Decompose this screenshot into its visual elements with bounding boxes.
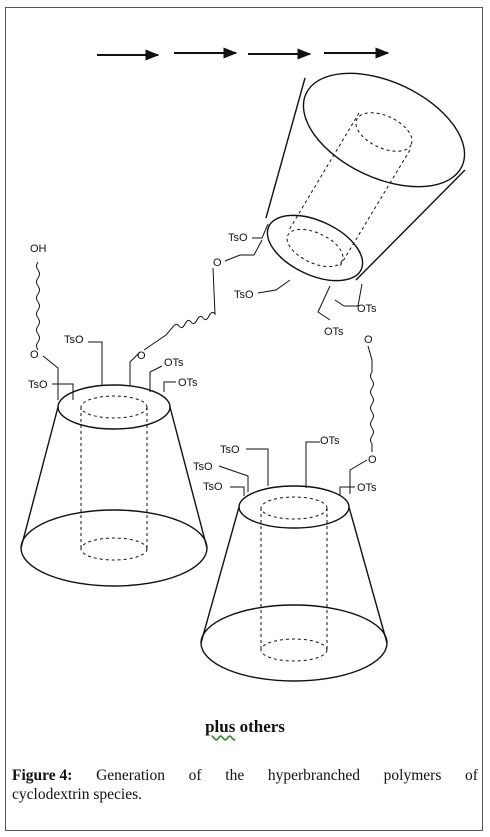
top-cyclodextrin-cone	[224, 72, 466, 321]
left-cyclodextrin-cone	[20, 261, 208, 587]
label-o: O	[213, 257, 222, 269]
top-cone-bottom	[266, 214, 364, 282]
left-cone-top	[57, 384, 171, 430]
caption-word: hyperbranched	[267, 767, 360, 784]
label-ots: OTs	[357, 482, 377, 494]
caption-word: of	[188, 767, 202, 784]
label-ots: OTs	[320, 435, 340, 447]
label-ots: OTs	[324, 326, 344, 338]
label-o: O	[368, 454, 377, 466]
reaction-arrows	[97, 47, 390, 61]
label-o: O	[30, 349, 39, 361]
label-tso: TsO	[28, 379, 48, 391]
caption-word: of	[465, 767, 478, 784]
label-ots: OTs	[164, 357, 184, 369]
label-oh: OH	[30, 243, 47, 255]
label-ots: OTs	[357, 303, 377, 315]
plus-others-label: plus others	[0, 717, 490, 737]
figure-frame	[5, 7, 483, 831]
linker-chain-top-right	[367, 345, 374, 452]
linker-chain-left-top	[143, 267, 216, 351]
label-tso: TsO	[234, 289, 254, 301]
right-cone-top	[238, 485, 350, 529]
label-tso: TsO	[193, 461, 213, 473]
caption-word: polymers	[383, 767, 442, 784]
left-cone-base	[20, 509, 208, 587]
label-tso: TsO	[228, 232, 248, 244]
caption-word: the	[225, 767, 245, 784]
diagram-labels: OH O TsO TsO O OTs OTs TsO O TsO OTs OTs…	[28, 232, 377, 494]
label-ots: OTs	[178, 377, 198, 389]
caption-word: Generation	[96, 767, 165, 784]
right-cone-base	[200, 604, 388, 682]
label-o: O	[137, 350, 146, 362]
caption-line-2: cyclodextrin species.	[12, 786, 142, 803]
label-tso: TsO	[203, 481, 223, 493]
label-o: O	[364, 334, 373, 346]
others-word: others	[235, 717, 285, 736]
top-cone-rim	[302, 72, 466, 188]
label-tso: TsO	[64, 334, 84, 346]
caption-line-1: Figure 4: Generation of the hyperbranche…	[12, 766, 478, 785]
figure-caption: Figure 4: Generation of the hyperbranche…	[12, 766, 478, 804]
right-cyclodextrin-cone	[200, 441, 388, 682]
caption-label: Figure 4:	[12, 767, 73, 784]
plus-word: plus	[205, 717, 236, 736]
label-tso: TsO	[220, 444, 240, 456]
